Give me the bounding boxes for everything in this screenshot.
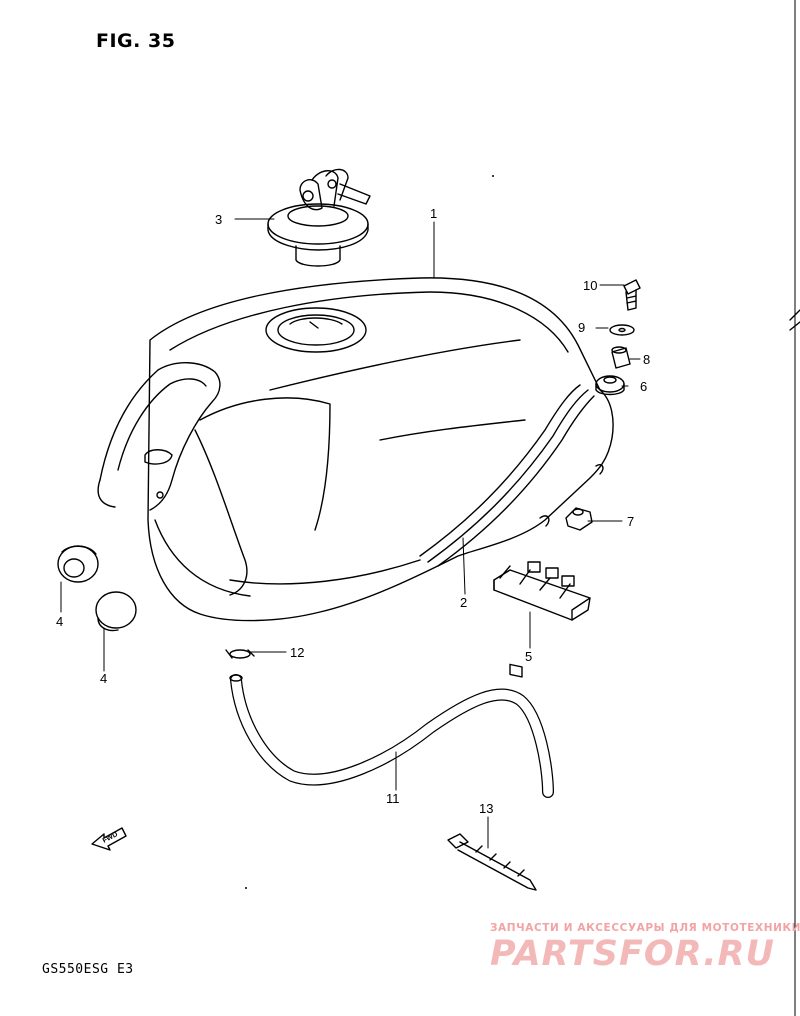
callout-13: 13 — [479, 801, 493, 816]
callout-6: 6 — [640, 379, 647, 394]
hose-clamp — [225, 649, 255, 659]
cushion-4a — [57, 545, 99, 583]
model-code: GS550ESG E3 — [42, 962, 134, 977]
callout-4a: 4 — [56, 614, 63, 629]
rear-cushion — [565, 507, 593, 531]
forward-arrow-icon: FWD — [91, 827, 127, 851]
cushion-4b — [95, 591, 137, 632]
bolt — [623, 279, 641, 311]
figure-title: FIG. 35 — [96, 30, 176, 52]
callout-8: 8 — [643, 352, 650, 367]
tie-band — [447, 833, 537, 891]
callout-11: 11 — [386, 791, 400, 806]
leader-lines — [60, 218, 641, 849]
grommet — [595, 375, 625, 396]
callout-10: 10 — [583, 278, 597, 293]
watermark-logo: PARTSFOR.RU — [490, 934, 775, 974]
fuel-tank — [97, 277, 614, 622]
callout-4b: 4 — [100, 671, 107, 686]
callout-12: 12 — [290, 645, 304, 660]
collar — [611, 346, 631, 369]
callout-2: 2 — [460, 595, 467, 610]
callout-3: 3 — [215, 212, 222, 227]
callout-1: 1 — [430, 206, 437, 221]
page-edge — [789, 0, 800, 1016]
tank-cushion-block — [493, 561, 591, 678]
callouts: 1 2 3 4 4 5 6 7 8 9 10 11 12 13 — [56, 206, 650, 816]
scan-specks — [245, 175, 494, 889]
callout-7: 7 — [627, 514, 634, 529]
callout-9: 9 — [578, 320, 585, 335]
watermark-tagline: ЗАПЧАСТИ И АКСЕССУАРЫ ДЛЯ МОТОТЕХНИКИ — [490, 922, 800, 934]
fuel-cap — [267, 168, 371, 267]
callout-5: 5 — [525, 649, 532, 664]
fuel-hose — [229, 674, 554, 798]
washer — [609, 324, 635, 336]
